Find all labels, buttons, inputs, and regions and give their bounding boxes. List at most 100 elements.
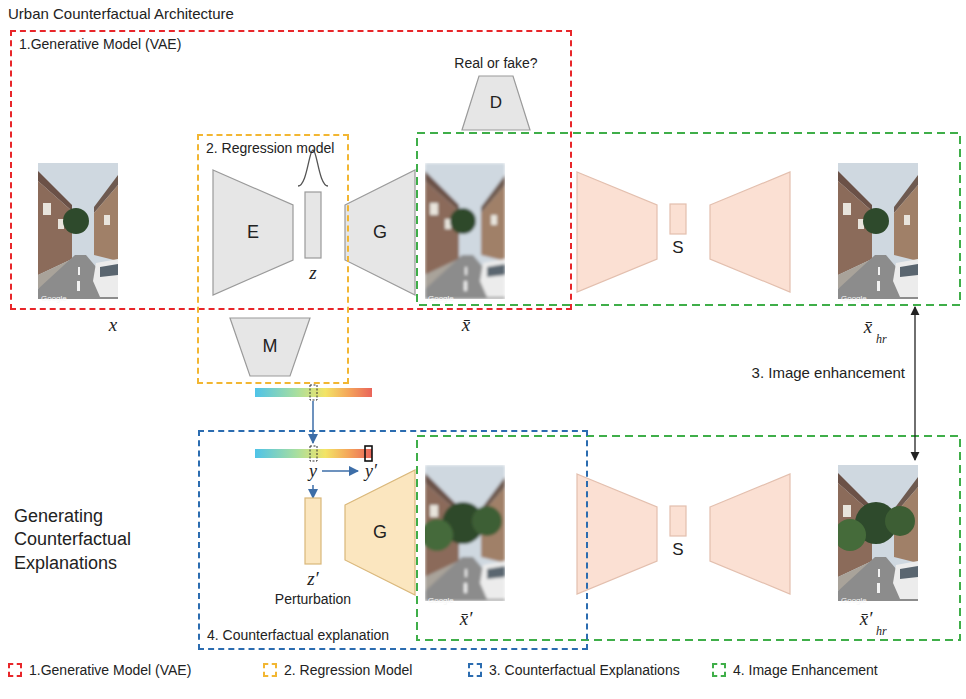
tree <box>885 506 915 536</box>
watermark: Google <box>841 596 867 606</box>
model-block: D <box>462 76 530 130</box>
double-arrow <box>914 307 915 460</box>
road-mark <box>464 583 467 593</box>
window <box>843 505 851 517</box>
window <box>43 203 51 215</box>
legend-swatch <box>263 663 277 677</box>
block-shape <box>462 76 530 130</box>
street-image <box>838 465 918 601</box>
diagram-title: Urban Counterfactual Architecture <box>8 5 234 22</box>
annotation: Real or fake? <box>454 55 537 72</box>
block-label: E <box>247 222 259 244</box>
road-mark <box>78 267 80 275</box>
prediction-bar <box>255 449 372 458</box>
enhancement-region <box>417 133 960 305</box>
house <box>94 185 118 261</box>
encoder-shape <box>577 172 657 292</box>
group-region: 2. Regression modelEzM <box>197 134 349 384</box>
math-symbol: x̄′ <box>860 608 873 631</box>
model-block: S <box>662 504 694 578</box>
gaussian-curve <box>298 150 328 186</box>
road-mark <box>878 569 880 577</box>
text-holder: z <box>298 262 328 285</box>
legend-text: 3. Counterfactual Explanations <box>489 662 680 679</box>
watermark: Google <box>428 294 454 304</box>
label-holder: Real or fake? <box>454 54 537 72</box>
value-marker <box>310 446 317 461</box>
label-holder: Generating Counterfactual Explanations <box>14 505 164 575</box>
math-symbol: x̄ <box>462 314 470 337</box>
text-holder: D <box>462 76 530 130</box>
label-holder: hr <box>876 621 887 639</box>
car-window <box>487 264 505 277</box>
enhancement-region <box>417 436 960 640</box>
block-shape <box>345 470 415 595</box>
text-holder: z′Perturbation <box>258 568 368 608</box>
road-mark <box>464 281 467 291</box>
legend-item: 2. Regression Model <box>263 662 412 679</box>
car <box>893 561 918 599</box>
model-block: M <box>230 318 310 376</box>
street-image-content <box>425 163 505 299</box>
tree <box>472 506 502 536</box>
target-marker <box>365 446 372 461</box>
model-block: E <box>213 170 293 295</box>
title-holder: Urban Counterfactual Architecture <box>8 5 234 23</box>
legend-swatch <box>712 663 726 677</box>
sky <box>425 163 505 299</box>
block-shape <box>258 496 368 616</box>
road-mark <box>877 281 880 291</box>
street-image <box>425 163 505 299</box>
label-holder: x̄′ <box>860 608 873 631</box>
text-holder: 4. Counterfactual explanation <box>207 626 389 644</box>
car <box>893 259 918 297</box>
watermark: Google <box>841 294 867 304</box>
street-image <box>838 163 918 299</box>
street-images <box>38 163 918 601</box>
block-shape <box>298 190 328 286</box>
math-symbol: y <box>309 461 317 483</box>
latent-vector <box>670 506 686 536</box>
road <box>425 255 505 299</box>
group-heading: 2. Regression model <box>206 140 334 157</box>
street-image-content <box>838 465 918 601</box>
math-symbol: hr <box>876 332 887 346</box>
street-image <box>38 163 118 299</box>
legend-item: 3. Counterfactual Explanations <box>468 662 680 679</box>
watermark: Google <box>41 294 67 304</box>
label-holder: x̄ <box>462 314 470 337</box>
text-holder: M <box>230 318 310 376</box>
legend-text: 4. Image Enhancement <box>733 662 878 679</box>
label-holder: Google <box>428 287 454 305</box>
annotation: 3. Image enhancement <box>752 364 905 382</box>
network-trapezoid <box>345 170 415 295</box>
decoder-shape <box>710 474 790 594</box>
legend-text: 1.Generative Model (VAE) <box>29 662 191 679</box>
prediction-bar <box>255 388 372 397</box>
road <box>838 557 918 601</box>
math-symbol: x <box>109 314 117 337</box>
label-holder: y <box>309 461 317 483</box>
legend-item: 1.Generative Model (VAE) <box>8 662 191 679</box>
legend-swatch <box>8 663 22 677</box>
model-block: S <box>662 202 694 276</box>
window <box>904 215 910 225</box>
window <box>430 203 438 215</box>
car <box>480 561 505 599</box>
watermark: Google <box>428 596 454 606</box>
label-holder: x̄′ <box>460 608 473 631</box>
tree <box>863 208 889 234</box>
car-window <box>100 264 118 277</box>
block-label: D <box>490 93 502 113</box>
block-shape <box>230 318 310 376</box>
text-holder: S <box>662 540 694 560</box>
car-window <box>487 566 505 579</box>
flow-arrow <box>312 485 314 498</box>
label-holder: Google <box>841 589 867 607</box>
street-image-content <box>425 465 505 601</box>
label-holder: Google <box>41 287 67 305</box>
model-block: G <box>345 470 415 595</box>
math-symbol: x̄′ <box>460 608 473 631</box>
